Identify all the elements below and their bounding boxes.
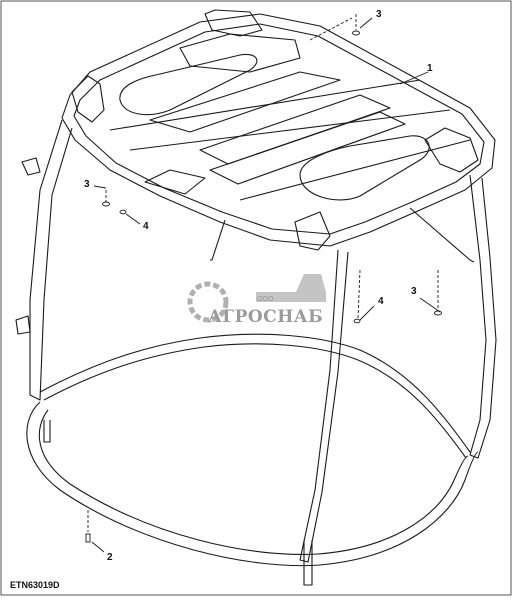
callout-3-top: 3 xyxy=(376,9,382,20)
cab-frame xyxy=(15,119,497,586)
watermark-small-text: ООО xyxy=(257,296,274,303)
callout-2: 2 xyxy=(107,552,113,563)
watermark-logo xyxy=(187,274,326,323)
callout-1: 1 xyxy=(427,63,433,74)
figure-code: ETN63019D xyxy=(10,580,60,590)
callout-3-left: 3 xyxy=(84,179,90,190)
callout-4-left: 4 xyxy=(143,221,149,232)
cab-roof xyxy=(61,9,496,251)
fasteners xyxy=(85,14,442,553)
callout-4-right: 4 xyxy=(378,296,384,307)
watermark-text: АГРОСНАБ xyxy=(208,307,324,327)
callout-3-right: 3 xyxy=(411,286,417,297)
